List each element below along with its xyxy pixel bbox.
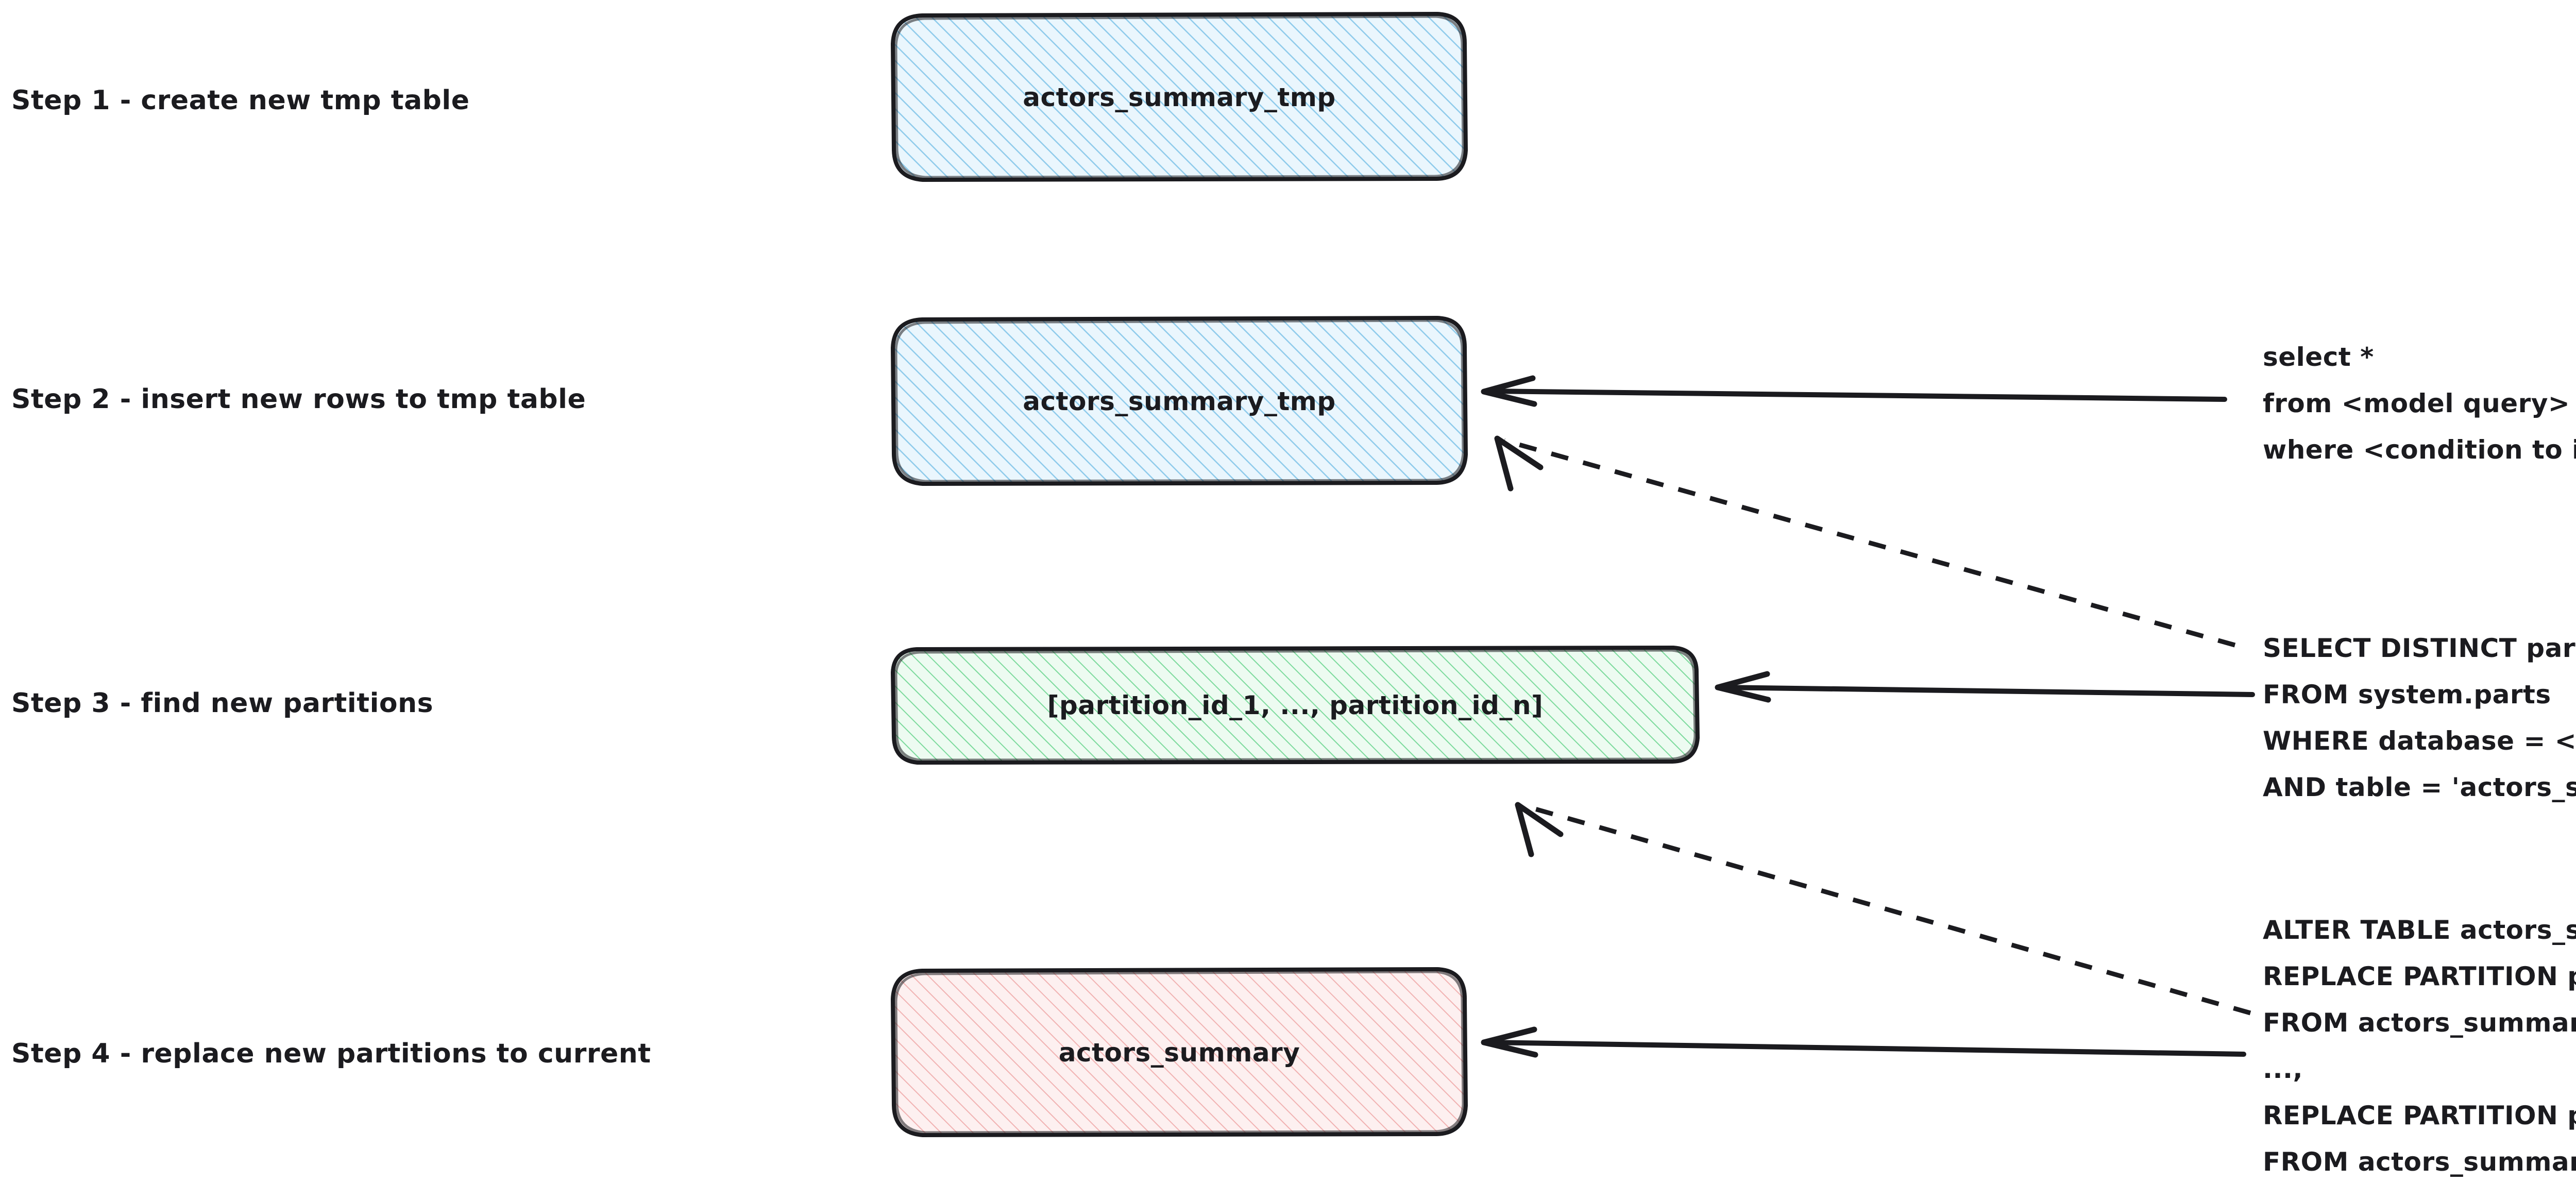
arrow-code4-to-actors-summary (1481, 1026, 2246, 1058)
step-label-2: Step 2 - insert new rows to tmp table (11, 384, 586, 415)
node-actors-summary-hachure (893, 970, 1465, 1135)
step-label-4: Step 4 - replace new partitions to curre… (11, 1038, 651, 1069)
code-step4: ALTER TABLE actors_summary REPLACE PARTI… (2263, 915, 2576, 1177)
code-step4-line-5: REPLACE PARTITION partition_id_n (2263, 1101, 2576, 1130)
node-tmp-1-hachure (893, 14, 1465, 179)
node-tmp-2-outline (891, 316, 1468, 486)
code-step2-line-2: from <model query> (2263, 389, 2570, 418)
node-actors-summary-outline (891, 967, 1468, 1137)
arrow-code4-to-partitions (1515, 802, 2251, 1016)
code-step2-line-1: select * (2263, 342, 2374, 372)
node-partitions-hachure (893, 648, 1697, 762)
code-step3-line-4: AND table = 'actors_summary_tmp' (2263, 772, 2576, 802)
arrow-code3-to-tmp2 (1494, 435, 2236, 648)
node-actors-summary[interactable]: actors_summary (891, 967, 1468, 1137)
node-partitions[interactable]: [partition_id_1, ..., partition_id_n] (891, 646, 1700, 765)
node-tmp-2-outline-2 (894, 319, 1465, 483)
node-tmp-1[interactable]: actors_summary_tmp (891, 12, 1468, 182)
arrow-code2-to-tmp2 (1481, 375, 2227, 407)
node-tmp-1-label: actors_summary_tmp (1023, 82, 1335, 112)
code-step4-line-6: FROM actors_summary_tmp, (2263, 1147, 2576, 1177)
node-tmp-2-hachure (893, 318, 1465, 483)
code-step3-line-2: FROM system.parts (2263, 680, 2551, 710)
node-partitions-outline-2 (894, 649, 1697, 762)
node-actors-summary-outline-2 (894, 970, 1465, 1134)
code-step2: select * from <model query> where <condi… (2263, 342, 2576, 465)
code-step4-line-2: REPLACE PARTITION partition_id_1 (2263, 961, 2576, 991)
node-tmp-2-label: actors_summary_tmp (1023, 386, 1335, 416)
step-label-3: Step 3 - find new partitions (11, 688, 433, 719)
node-actors-summary-label: actors_summary (1059, 1038, 1300, 1068)
code-step4-line-1: ALTER TABLE actors_summary (2263, 915, 2576, 945)
code-step3: SELECT DISTINCT partition_id FROM system… (2263, 633, 2576, 802)
arrow-code3-to-partitions (1715, 671, 2255, 703)
code-step2-line-3: where <condition to identify new> (2263, 435, 2576, 465)
code-step4-line-3: FROM actors_summary_tmp, (2263, 1008, 2576, 1038)
code-step3-line-1: SELECT DISTINCT partition_id (2263, 633, 2576, 663)
node-partitions-outline (891, 646, 1700, 765)
node-tmp-2[interactable]: actors_summary_tmp (891, 316, 1468, 486)
node-partitions-label: [partition_id_1, ..., partition_id_n] (1047, 690, 1544, 720)
step-label-1: Step 1 - create new tmp table (11, 85, 470, 116)
code-step3-line-3: WHERE database = <database> (2263, 726, 2576, 756)
node-tmp-1-outline-2 (894, 15, 1465, 179)
node-tmp-1-outline (891, 12, 1468, 182)
code-step4-line-4: ..., (2263, 1054, 2303, 1084)
